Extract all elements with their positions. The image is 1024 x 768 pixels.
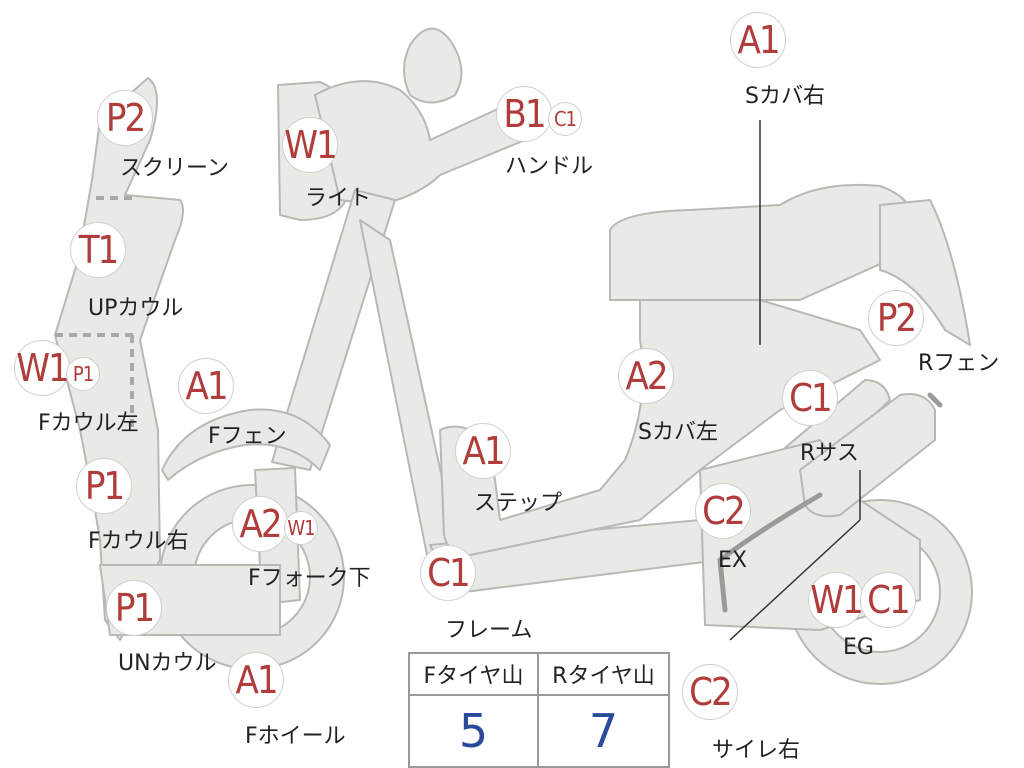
upcowl-grade-badge: T1: [70, 222, 126, 278]
scover-left-grade-badge: A2: [618, 348, 674, 404]
ffork-grade-badge: A2: [232, 496, 288, 552]
eg-grade-badge: W1: [808, 572, 864, 628]
rear-suspension-shape: [799, 393, 936, 518]
ffender-label: Fフェン: [208, 424, 287, 449]
fcowl-left-label: Fカウル左: [38, 411, 139, 436]
frame-label: フレーム: [445, 618, 533, 643]
handle-label: ハンドル: [505, 154, 594, 179]
mirror-shape: [403, 27, 463, 104]
handle-grade2-badge: C1: [548, 102, 582, 136]
handle-grade-badge: B1: [496, 86, 552, 142]
tire-depth-table: Fタイヤ山 Rタイヤ山 5 7: [408, 652, 670, 768]
front-tire-value: 5: [410, 696, 539, 766]
eg-grade2-badge: C1: [860, 572, 916, 628]
rfender-grade-badge: P2: [868, 290, 924, 346]
ex-label: EX: [718, 548, 747, 573]
fcowl-right-grade-badge: P1: [76, 458, 132, 514]
ffender-grade-badge: A1: [178, 358, 234, 414]
ex-grade-badge: C2: [695, 483, 751, 539]
light-grade-badge: W1: [282, 117, 338, 173]
rfender-label: Rフェン: [918, 351, 1000, 376]
fwheel-label: Fホイール: [245, 724, 346, 749]
scover-left-label: Sカバ左: [638, 420, 718, 445]
ffork-label: Fフォーク下: [248, 566, 371, 591]
screen-label: スクリーン: [120, 156, 229, 181]
fcowl-left-grade-badge: W1: [14, 340, 70, 396]
scover-right-grade-badge: A1: [730, 12, 786, 68]
ffork-grade2-badge: W1: [284, 511, 318, 545]
fcowl-right-label: Fカウル右: [88, 529, 189, 554]
silencer-right-label: サイレ右: [712, 738, 801, 763]
uncowl-label: UNカウル: [118, 651, 217, 676]
rear-tire-value: 7: [588, 704, 619, 758]
light-label: ライト: [305, 186, 372, 211]
uncowl-grade-badge: P1: [106, 580, 162, 636]
rear-fender-shape: [879, 199, 971, 346]
steering-column-shape: [271, 189, 396, 471]
rsus-label: Rサス: [800, 441, 859, 466]
screen-grade-badge: P2: [97, 90, 153, 146]
rear-tire-header: Rタイヤ山: [539, 654, 668, 696]
scover-right-label: Sカバ右: [745, 84, 825, 109]
front-cowl-shape: [54, 77, 185, 641]
step-grade-badge: A1: [455, 423, 511, 479]
seat-shape: [609, 183, 917, 301]
front-tire-header: Fタイヤ山: [410, 654, 539, 696]
frame-grade-badge: C1: [420, 545, 476, 601]
step-label: ステップ: [474, 491, 563, 516]
fcowl-left-grade2-badge: P1: [66, 357, 100, 391]
front-fender-shape: [161, 408, 331, 481]
upcowl-label: UPカウル: [88, 296, 184, 321]
fwheel-grade-badge: A1: [228, 652, 284, 708]
silencer-right-grade-badge: C2: [682, 664, 738, 720]
rsus-grade-badge: C1: [782, 370, 838, 426]
eg-label: EG: [843, 635, 874, 660]
